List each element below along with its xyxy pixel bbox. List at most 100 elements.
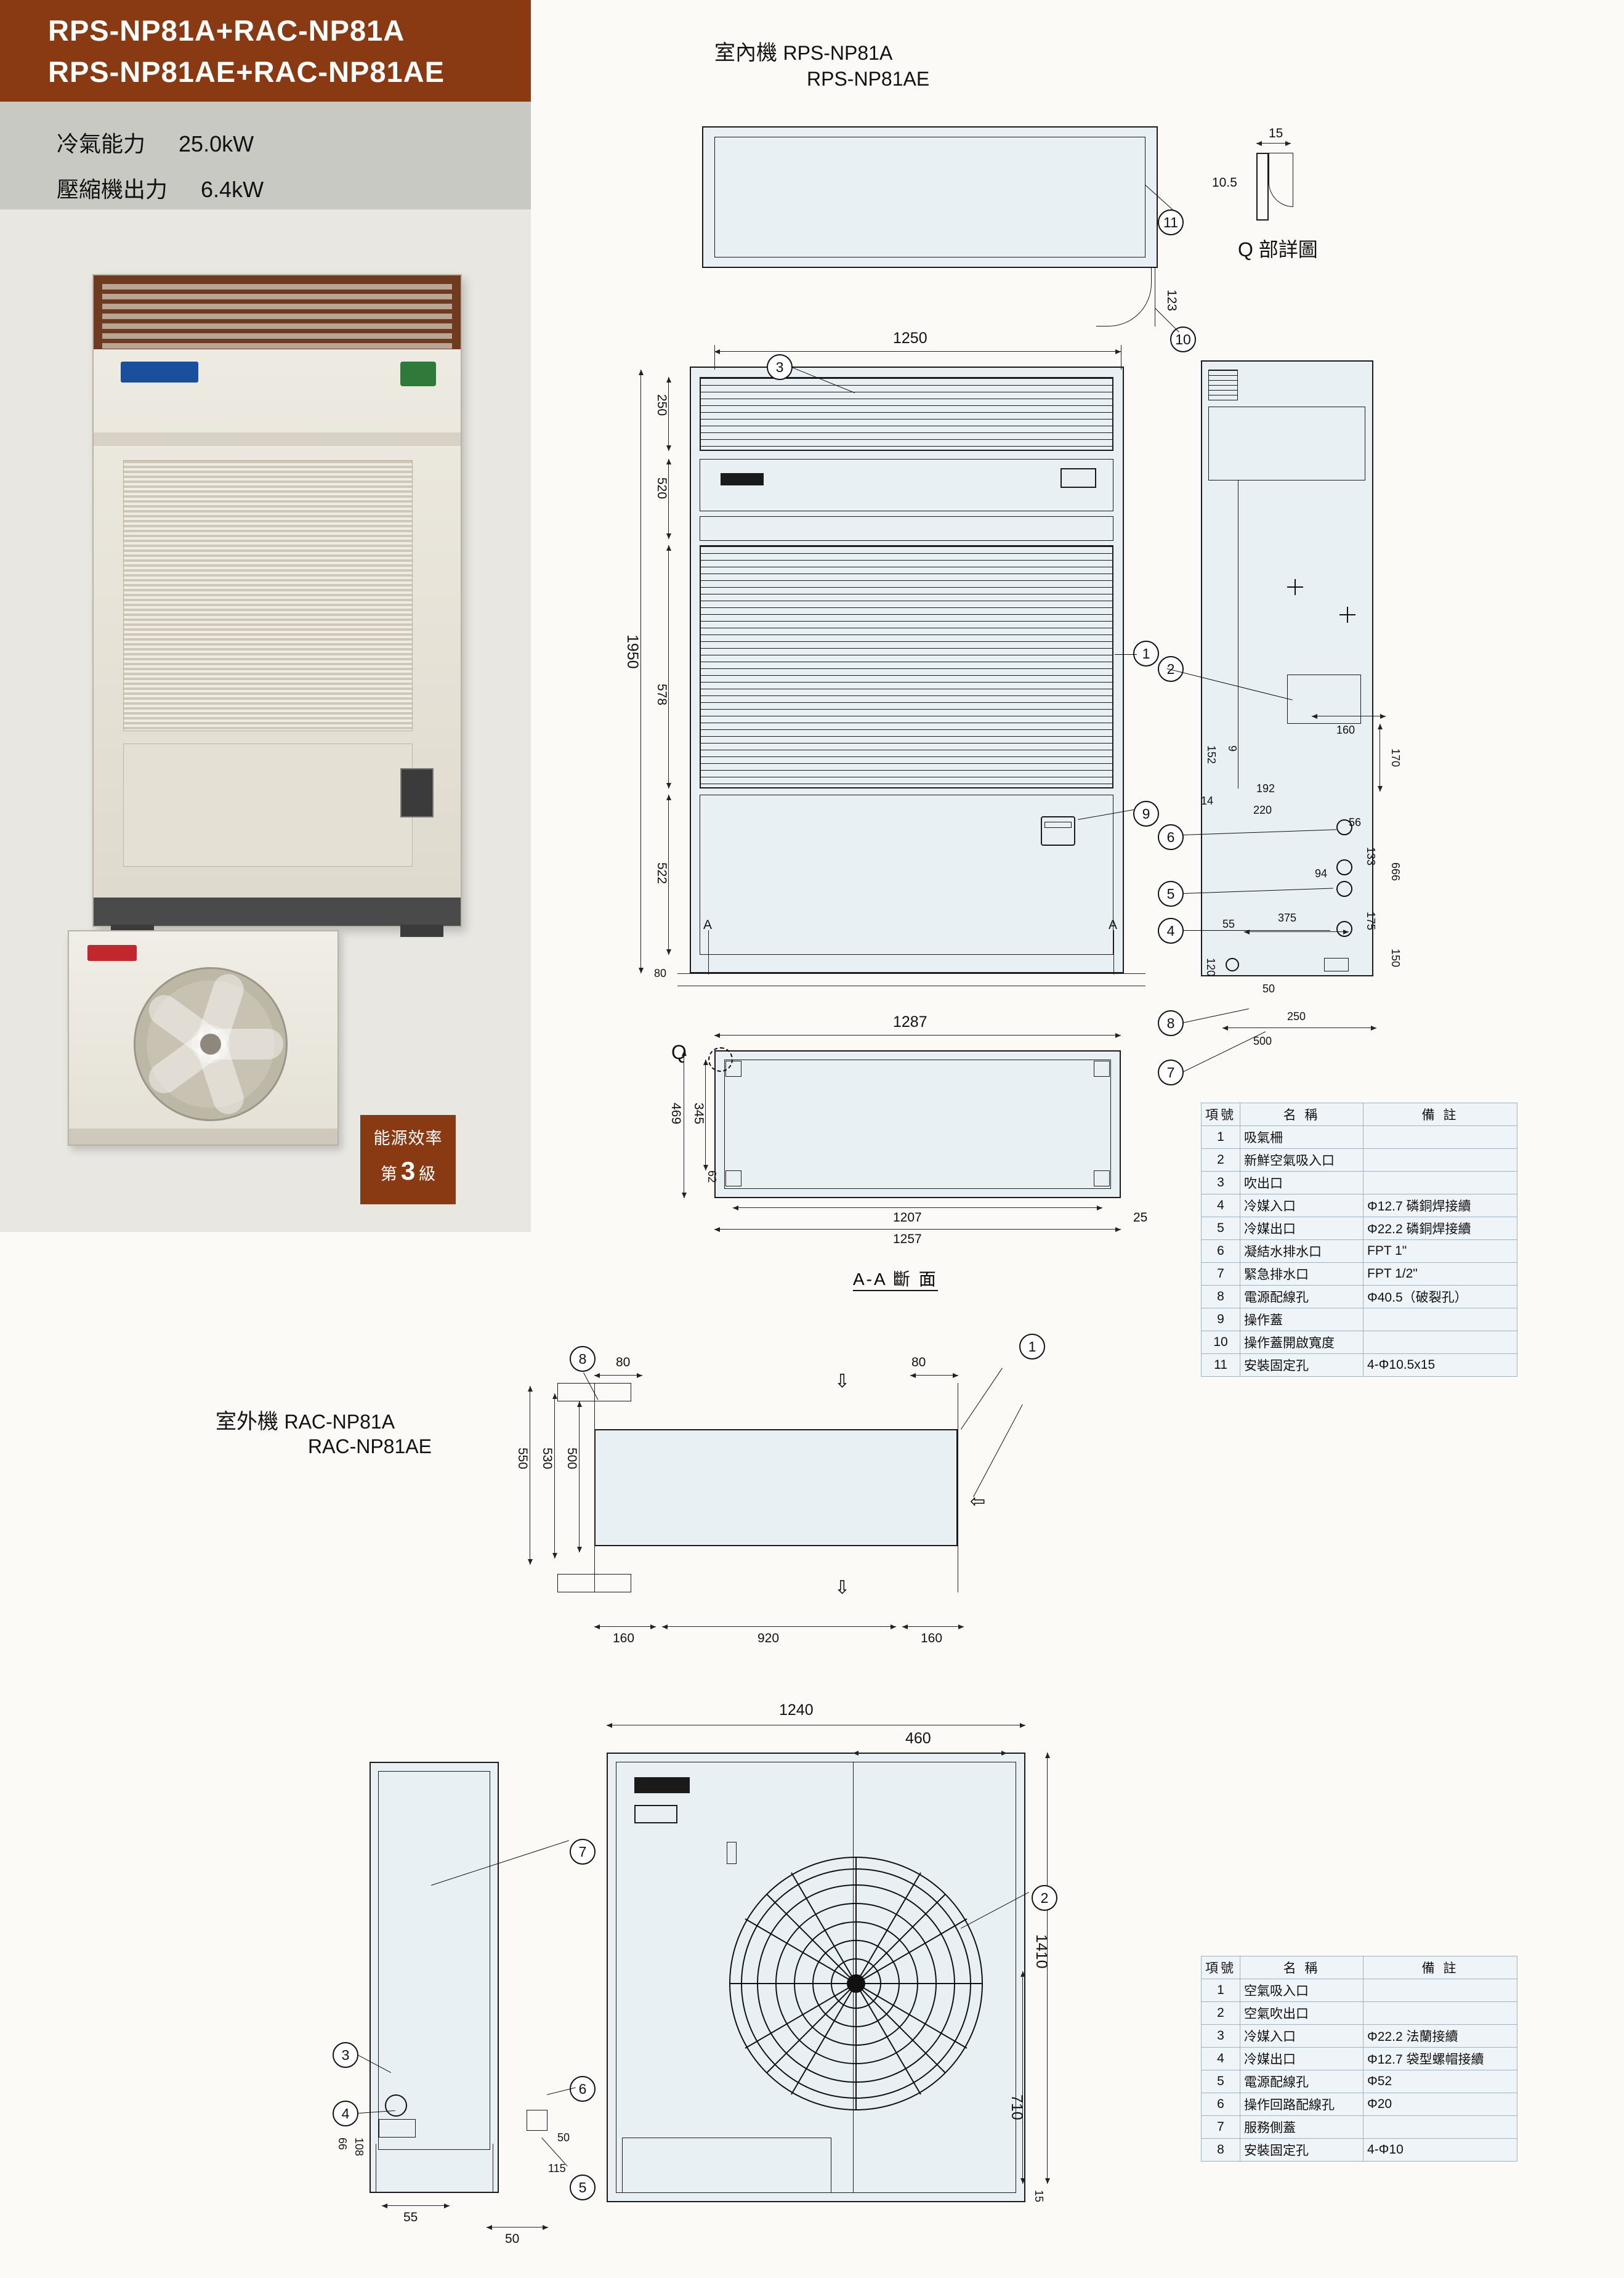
cell-remark [1363, 2001, 1517, 2025]
cell-name: 服務側蓋 [1240, 2115, 1363, 2139]
dim-66: 66 [336, 2138, 349, 2150]
leader-out-1b [973, 1404, 1023, 1498]
indoor-photo-lower-panel [123, 744, 413, 867]
outdoor-side-valve-box [379, 2119, 416, 2138]
outdoor-heading-cjk: 室外機 [216, 1410, 278, 1433]
dim-q-15-line [1256, 141, 1291, 146]
indoor-side-mark-2 [1339, 607, 1355, 623]
dim-666: 666 [1389, 862, 1402, 882]
dim-1950-line [639, 370, 644, 973]
outdoor-top-view-outline [594, 1429, 958, 1546]
cell-name: 安裝固定孔 [1240, 1353, 1363, 1377]
dim-25: 25 [1133, 1210, 1148, 1225]
cell-no: 4 [1201, 2047, 1240, 2070]
dim-115: 115 [548, 2162, 566, 2175]
indoor-model-2: RPS-NP81AE [807, 68, 930, 90]
spec-row-compressor: 壓縮機出力 6.4kW [0, 158, 531, 204]
indoor-photo-control-box [400, 768, 434, 817]
indoor-top-view-inner [714, 137, 1145, 257]
section-line-right [1113, 930, 1114, 975]
dim-1207: 1207 [893, 1210, 922, 1225]
brand-logo-indoor [121, 362, 198, 383]
cell-no: 3 [1201, 1171, 1240, 1194]
q-detail-hook [1269, 153, 1293, 207]
cell-remark: Φ12.7 磷銅焊接續 [1363, 1194, 1517, 1217]
cell-no: 11 [1201, 1353, 1240, 1377]
dim-1257: 1257 [893, 1232, 922, 1246]
callout-outdoor-4: 4 [333, 2101, 358, 2126]
dim-14: 14 [1201, 795, 1214, 807]
indoor-front-intake-grille [700, 545, 1113, 788]
energy-badge-grade: 3 [400, 1156, 416, 1185]
dim-920-line [662, 1624, 896, 1629]
dim-920: 920 [757, 1631, 780, 1645]
cell-remark: FPT 1" [1363, 1239, 1517, 1263]
dim-345: 345 [692, 1103, 706, 1125]
outdoor-side-service-cover [378, 1771, 490, 2150]
dim-250b: 250 [1287, 1010, 1306, 1023]
cell-no: 1 [1201, 1125, 1240, 1149]
callout-indoor-1: 1 [1133, 641, 1159, 667]
dim-55-out: 55 [403, 2210, 418, 2224]
cell-remark [1363, 1171, 1517, 1194]
dim-460: 460 [905, 1730, 931, 1747]
outdoor-parts-header-row: 項號 名 稱 備 註 [1201, 1956, 1517, 1979]
dim-710-line [1020, 1971, 1025, 2184]
cell-remark [1363, 2115, 1517, 2139]
pipe-port-d [1336, 921, 1352, 937]
dim-62: 62 [706, 1170, 718, 1183]
aa-section-label-text: A-A 斷 面 [853, 1270, 938, 1291]
dim-q-10_5: 10.5 [1212, 176, 1237, 190]
energy-badge-pre: 第 [380, 1165, 397, 1183]
spec-row-cooling: 冷氣能力 25.0kW [0, 102, 531, 158]
cell-name: 電源配線孔 [1240, 1285, 1363, 1308]
aa-section-outline [714, 1050, 1121, 1198]
cell-remark: 4-Φ10 [1363, 2138, 1517, 2162]
dim-out-80-l: 80 [616, 1355, 631, 1369]
cell-remark: 4-Φ10.5x15 [1363, 1353, 1517, 1377]
dim-1250-ext-l [714, 345, 715, 370]
indoor-front-base-line [677, 973, 1145, 974]
eco-label-icon [400, 362, 436, 386]
cell-name: 操作蓋開啟寬度 [1240, 1331, 1363, 1354]
dim-500: 500 [1253, 1035, 1272, 1047]
cell-no: 1 [1201, 1979, 1240, 2002]
indoor-side-upper-panel [1208, 407, 1365, 480]
indoor-parts-th-remark: 備 註 [1363, 1103, 1517, 1126]
leader-10 [1155, 308, 1179, 333]
indoor-side-pipe-box [1287, 675, 1361, 724]
dim-578-line [666, 545, 671, 788]
dim-15-out: 15 [1033, 2190, 1045, 2203]
outdoor-top-ref-left [594, 1383, 595, 1592]
outdoor-model-1: RAC-NP81A [284, 1411, 395, 1433]
indoor-photo-foot-right [400, 925, 443, 937]
leader-8 [1182, 1008, 1249, 1023]
dim-out-80-r: 80 [911, 1355, 926, 1369]
model-title-line1: RPS-NP81A+RAC-NP81A [48, 14, 405, 47]
cell-remark: Φ40.5（破裂孔） [1363, 1285, 1517, 1308]
indoor-top-view-open-cover-arc [1096, 268, 1152, 326]
spec-cooling-label: 冷氣能力 [57, 131, 146, 156]
dim-345-line [703, 1060, 708, 1170]
outdoor-parts-th-remark: 備 註 [1363, 1956, 1517, 1979]
callout-indoor-2: 2 [1158, 656, 1184, 682]
cell-name: 安裝固定孔 [1240, 2138, 1363, 2162]
indoor-side-mark-1 [1287, 579, 1303, 595]
indoor-parts-header-row: 項號 名 稱 備 註 [1201, 1103, 1517, 1126]
cell-name: 緊急排水口 [1240, 1262, 1363, 1286]
leader-4 [1182, 930, 1330, 931]
spec-cooling-value: 25.0kW [179, 131, 254, 156]
indoor-parts-th-name: 名 稱 [1240, 1103, 1363, 1126]
indoor-front-handle-slot [1044, 822, 1072, 828]
cell-name: 冷媒入口 [1240, 2024, 1363, 2048]
